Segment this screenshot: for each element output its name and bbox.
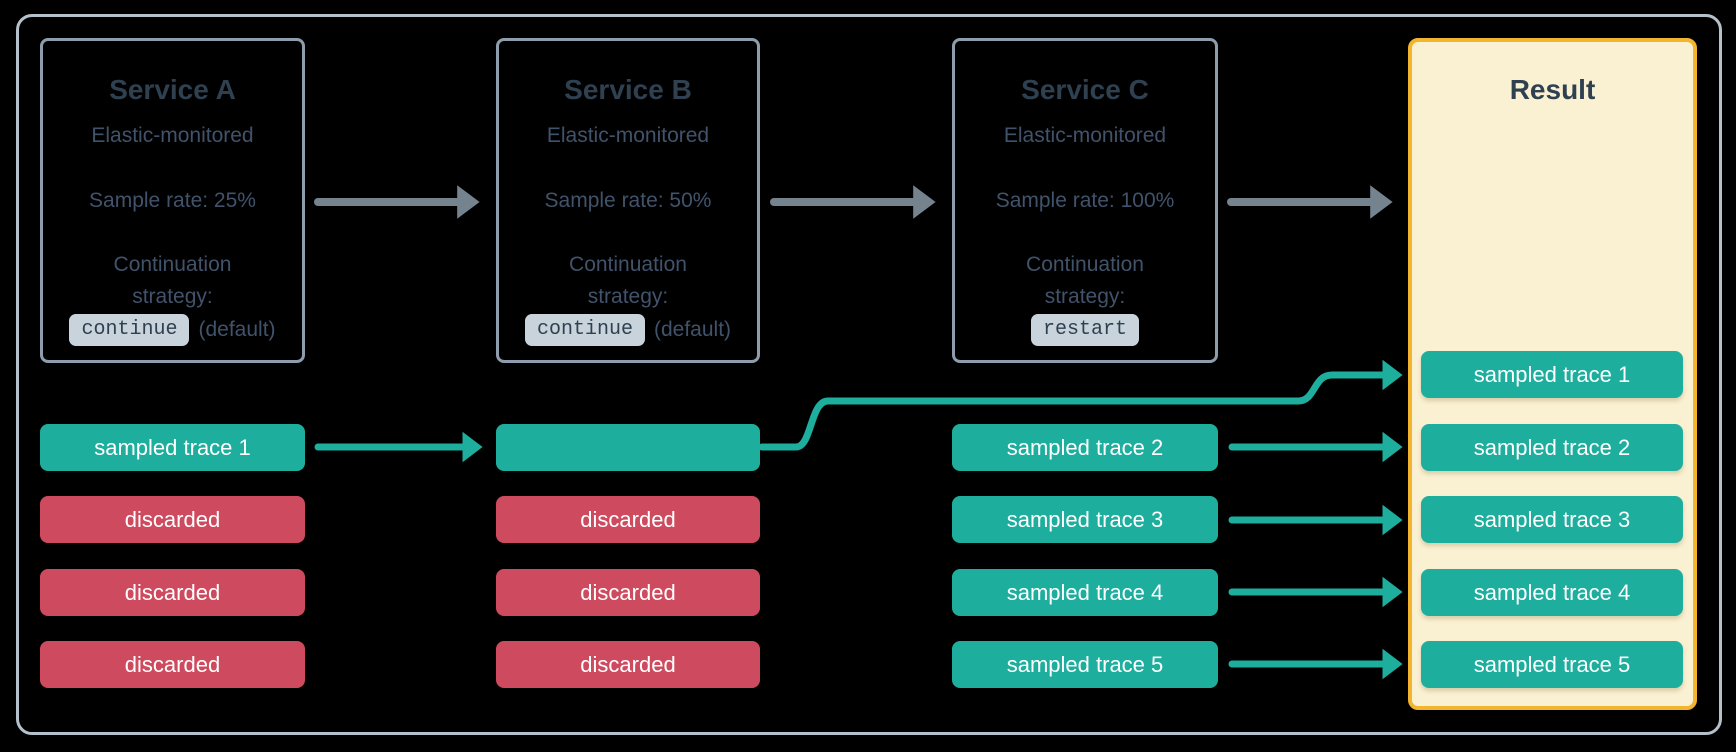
- service-c-sample-rate: Sample rate: 100%: [995, 189, 1175, 212]
- service-a-sample-rate: Sample rate: 25%: [89, 189, 256, 212]
- trace-row-a-discarded-3: discarded: [40, 641, 305, 688]
- service-c-strategy-chip: restart: [1030, 314, 1139, 346]
- result-row-sampled-4: sampled trace 4: [1421, 569, 1683, 616]
- trace-row-b-sampled-unlabeled: [496, 424, 760, 471]
- result-row-sampled-5: sampled trace 5: [1421, 641, 1683, 688]
- service-c-monitoring-label: Elastic-monitored: [1003, 124, 1167, 147]
- service-c-continuation-line1: Continuation: [1026, 253, 1144, 276]
- result-row-sampled-3: sampled trace 3: [1421, 496, 1683, 543]
- service-c-title: Service C: [1021, 74, 1149, 105]
- trace-row-a-sampled-1: sampled trace 1: [40, 424, 305, 471]
- trace-row-b-discarded-1: discarded: [496, 496, 760, 543]
- service-b-sample-rate: Sample rate: 50%: [544, 189, 712, 212]
- trace-row-c-sampled-2: sampled trace 2: [952, 424, 1218, 471]
- trace-row-b-discarded-2: discarded: [496, 569, 760, 616]
- trace-row-c-sampled-4: sampled trace 4: [952, 569, 1218, 616]
- trace-row-a-discarded-2: discarded: [40, 569, 305, 616]
- service-b-continuation-line1: Continuation: [569, 253, 687, 276]
- service-b-title: Service B: [564, 74, 692, 105]
- service-c-strategy-row: restart: [1030, 314, 1139, 346]
- service-b-strategy-suffix: (default): [653, 318, 732, 341]
- result-row-sampled-2: sampled trace 2: [1421, 424, 1683, 471]
- service-a-strategy-suffix: (default): [198, 318, 276, 341]
- service-b-monitoring-label: Elastic-monitored: [546, 124, 710, 147]
- service-a-continuation-line1: Continuation: [113, 253, 232, 276]
- service-b-strategy-chip: continue: [524, 314, 645, 346]
- result-title: Result: [1509, 74, 1596, 105]
- service-a-continuation-line2: strategy:: [132, 285, 213, 308]
- trace-row-c-sampled-5: sampled trace 5: [952, 641, 1218, 688]
- result-row-sampled-1: sampled trace 1: [1421, 351, 1683, 398]
- service-c-continuation-line2: strategy:: [1044, 285, 1126, 308]
- service-a-card: Service A Elastic-monitored Sample rate:…: [40, 38, 305, 363]
- trace-row-b-discarded-3: discarded: [496, 641, 760, 688]
- service-c-card: Service C Elastic-monitored Sample rate:…: [952, 38, 1218, 363]
- diagram-frame: [16, 14, 1722, 735]
- service-a-strategy-row: continue (default): [69, 314, 276, 346]
- service-b-continuation-line2: strategy:: [587, 285, 669, 308]
- trace-row-c-sampled-3: sampled trace 3: [952, 496, 1218, 543]
- service-b-card: Service B Elastic-monitored Sample rate:…: [496, 38, 760, 363]
- service-b-strategy-row: continue (default): [524, 314, 732, 346]
- service-a-strategy-chip: continue: [69, 314, 190, 346]
- trace-row-a-discarded-1: discarded: [40, 496, 305, 543]
- service-a-monitoring-label: Elastic-monitored: [91, 124, 254, 147]
- service-a-title: Service A: [109, 74, 236, 105]
